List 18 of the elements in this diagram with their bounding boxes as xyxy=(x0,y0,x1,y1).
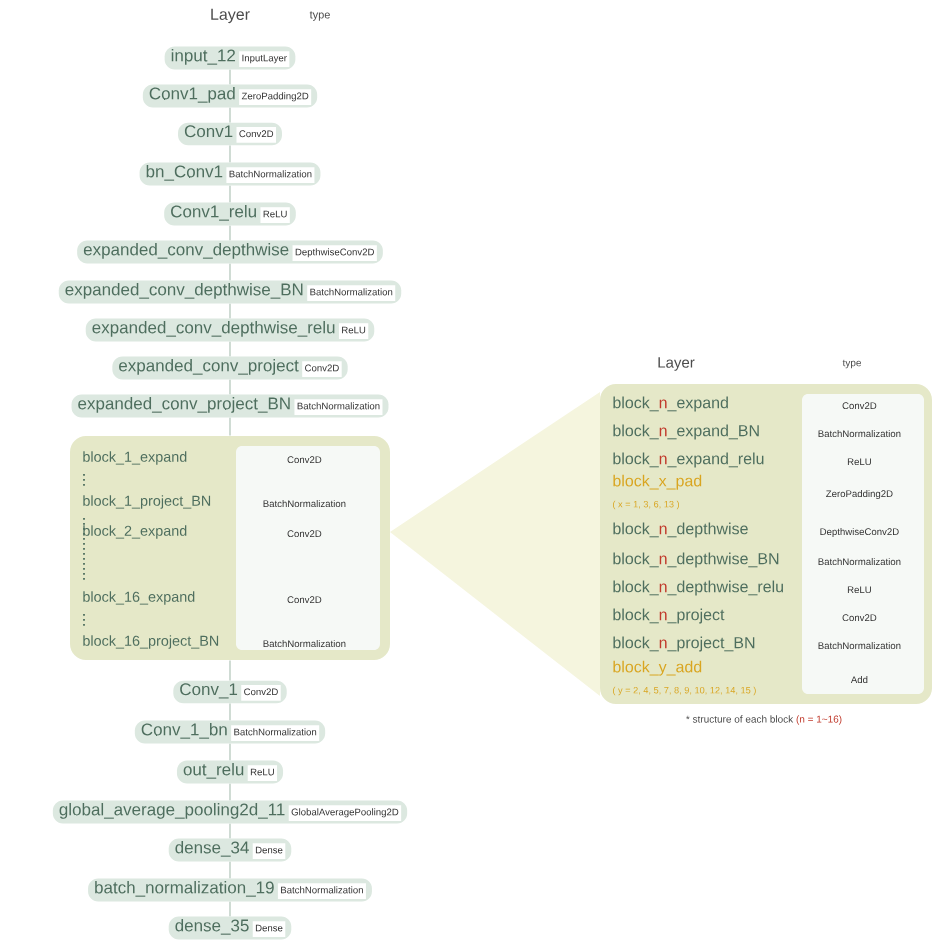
connector-line xyxy=(229,107,231,123)
connector-line xyxy=(229,263,231,281)
connector-line xyxy=(229,861,231,879)
connector-line xyxy=(229,417,231,437)
column-heading: Layer xyxy=(211,8,250,24)
connector-line xyxy=(229,341,231,357)
connector-line xyxy=(229,901,231,917)
connector-line xyxy=(229,703,231,721)
connector-line xyxy=(229,379,231,395)
connector-line xyxy=(229,145,231,163)
connector-line xyxy=(229,743,231,761)
connector-line xyxy=(229,823,231,839)
connector-line xyxy=(229,303,231,319)
connector-line xyxy=(229,659,231,681)
connector-line xyxy=(229,783,231,801)
connector-line xyxy=(229,185,231,203)
connector-line xyxy=(229,69,231,85)
connector-line xyxy=(229,225,231,241)
